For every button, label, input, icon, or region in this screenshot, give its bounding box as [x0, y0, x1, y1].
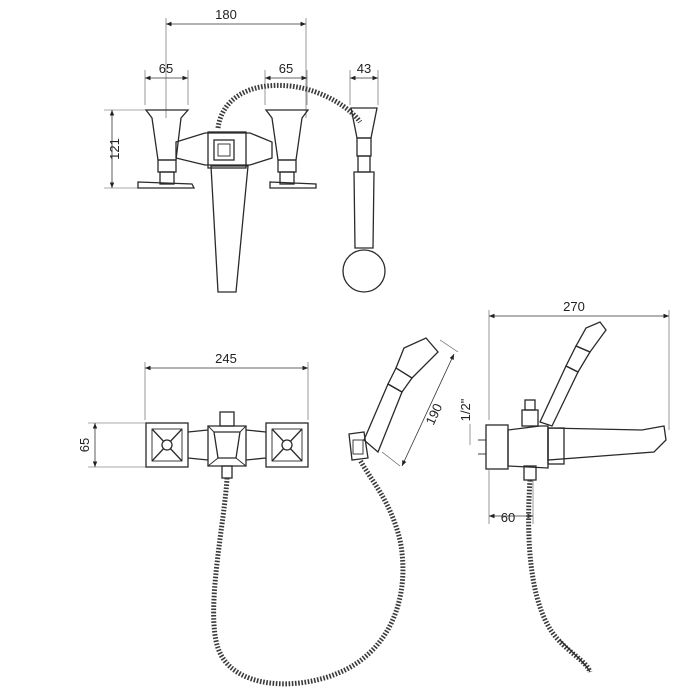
right-handle: [264, 109, 317, 189]
top-left-rosette: [145, 422, 189, 468]
label-190: 190: [423, 401, 446, 427]
side-mixer-body: [507, 399, 667, 481]
label-121: 121: [107, 138, 122, 160]
label-60: 60: [501, 510, 515, 525]
top-right-rosette: [265, 422, 309, 468]
top-body-bars: [187, 429, 267, 461]
mixer-body: [175, 131, 273, 293]
dimension-left-handle: 65: [144, 61, 189, 105]
dimension-side-projection: 270: [488, 299, 670, 430]
label-65-right: 65: [279, 61, 293, 76]
front-hose: [215, 82, 363, 129]
dimension-side-offset: 60: [488, 470, 534, 525]
left-handle: [137, 109, 196, 189]
dimension-right-handle: 65: [264, 61, 308, 105]
front-view: 180 65 65 43 121: [104, 7, 386, 293]
label-180: 180: [215, 7, 237, 22]
dimension-handshower-length: 190: [381, 339, 459, 467]
label-65-depth: 65: [77, 438, 92, 452]
top-wall-holder: [348, 431, 369, 461]
dimension-overall-width: 180: [165, 7, 307, 118]
label-270: 270: [563, 299, 585, 314]
label-thread: 1/2": [458, 398, 473, 421]
side-hand-shower: [539, 321, 607, 427]
top-mixer-body: [207, 411, 247, 479]
front-hand-shower: [342, 107, 386, 293]
label-43: 43: [357, 61, 371, 76]
dimension-top-width: 245: [144, 351, 309, 420]
label-245: 245: [215, 351, 237, 366]
side-view: 270 1/2" 60: [458, 299, 670, 674]
side-wall-pipe: [478, 424, 509, 470]
top-hose: [211, 458, 406, 687]
label-65-left: 65: [159, 61, 173, 76]
dimension-height: 121: [104, 109, 150, 189]
top-view: 245 65: [77, 337, 459, 687]
dimension-top-depth: 65: [77, 422, 146, 468]
dimension-shower-head: 43: [349, 61, 379, 105]
top-hand-shower: [363, 337, 439, 454]
side-hose: [526, 479, 593, 674]
